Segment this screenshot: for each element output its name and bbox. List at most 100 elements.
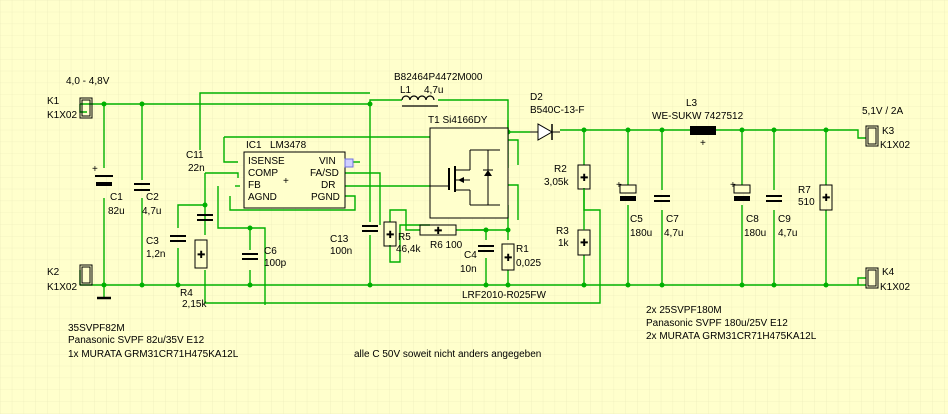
c2-value: 4,7u [142, 206, 161, 217]
t1-label: T1 Si4166DY [428, 115, 488, 126]
c5-value: 180u [630, 228, 652, 239]
svg-text:+: + [700, 138, 706, 149]
connector-k4: K4 K1X02 [865, 267, 910, 293]
ic1-pin-dr: DR [321, 180, 335, 191]
k4-name: K4 [882, 267, 895, 278]
l1-part: B82464P4472M000 [394, 72, 483, 83]
junction-dots [101, 101, 829, 288]
svg-text:✚: ✚ [386, 230, 394, 241]
ic1-pin-vin: VIN [319, 156, 336, 167]
r1-name: R1 [516, 244, 529, 255]
k1-name: K1 [47, 96, 60, 107]
note-general: alle C 50V soweit nicht anders angegeben [354, 349, 541, 360]
svg-text:✚: ✚ [580, 238, 588, 249]
k2-name: K2 [47, 267, 60, 278]
note-in-2: Panasonic SVPF 82u/35V E12 [68, 335, 205, 346]
ic1-pin-isense: ISENSE [248, 156, 285, 167]
r7-value: 510 [798, 197, 815, 208]
c9-name: C9 [778, 214, 791, 225]
notes: 35SVPF82M Panasonic SVPF 82u/35V E12 1x … [68, 305, 817, 360]
output-voltage-label: 5,1V / 2A [862, 106, 903, 117]
r6-label: R6 100 [430, 240, 463, 251]
svg-text:✚: ✚ [434, 226, 442, 237]
resistor-r5: ✚ R5 46,4k [383, 221, 421, 255]
note-in-3: 1x MURATA GRM31CR71H475KA12L [68, 349, 239, 360]
d2-name: D2 [530, 92, 543, 103]
resistor-r1: ✚ R1 0,025 LRF2010-R025FW [462, 243, 546, 301]
c9-value: 4,7u [778, 228, 797, 239]
resistor-r7: ✚ R7 510 [798, 184, 833, 211]
inductor-l1: B82464P4472M000 L1 4,7u [394, 72, 483, 107]
c2-name: C2 [146, 192, 159, 203]
r1-value: 0,025 [516, 258, 541, 269]
capacitor-c11: C11 22n [186, 150, 213, 221]
no-connect-marker [344, 158, 354, 168]
ic1-pin-comp: COMP [248, 168, 278, 179]
c1-value: 82u [108, 206, 125, 217]
r4-name: R4 [180, 288, 193, 299]
svg-text:+: + [616, 180, 622, 191]
capacitor-c9: C9 4,7u [766, 195, 797, 239]
inductor-l3: + L3 WE-SUKW 7427512 [652, 98, 744, 149]
c7-name: C7 [666, 214, 679, 225]
ic1-pin-fasd: FA/SD [310, 168, 339, 179]
k3-type: K1X02 [880, 140, 910, 151]
c3-name: C3 [146, 236, 159, 247]
c3-value: 1,2n [146, 249, 165, 260]
note-out-3: 2x MURATA GRM31CR71H475KA12L [646, 331, 817, 342]
capacitor-c7: C7 4,7u [654, 195, 683, 239]
c13-value: 100n [330, 246, 352, 257]
ic1-pin-fb: FB [248, 180, 261, 191]
c8-value: 180u [744, 228, 766, 239]
r3-name: R3 [556, 226, 569, 237]
svg-text:+: + [283, 176, 289, 187]
c6-value: 100p [264, 258, 287, 269]
capacitor-c13: C13 100n [330, 225, 378, 257]
c8-name: C8 [746, 214, 759, 225]
capacitor-c4: C4 10n [460, 245, 494, 275]
r4-value: 2,15k [182, 299, 207, 310]
ic1-lm3478: IC1 LM3478 ISENSE COMP FB AGND VIN FA/SD… [243, 140, 354, 209]
resistor-r4: ✚ R4 2,15k [180, 239, 208, 310]
mosfet-t1: T1 Si4166DY [428, 115, 509, 219]
svg-text:+: + [92, 164, 98, 175]
k2-type: K1X02 [47, 282, 77, 293]
c7-value: 4,7u [664, 228, 683, 239]
note-in-1: 35SVPF82M [68, 323, 125, 334]
c6-name: C6 [264, 246, 277, 257]
svg-text:+: + [730, 180, 736, 191]
c4-value: 10n [460, 264, 477, 275]
l3-name: L3 [686, 98, 698, 109]
c11-value: 22n [188, 163, 205, 174]
capacitor-c1: + C1 82u [92, 164, 125, 217]
r5-name: R5 [398, 232, 411, 243]
capacitor-c6: C6 100p [242, 246, 287, 269]
l3-part: WE-SUKW 7427512 [652, 111, 744, 122]
capacitor-c5: + C5 180u [616, 180, 652, 239]
capacitor-c2: C2 4,7u [134, 183, 161, 217]
c1-name: C1 [110, 192, 123, 203]
capacitor-c3: C3 1,2n [146, 235, 186, 260]
ic1-part: LM3478 [270, 140, 307, 151]
svg-text:✚: ✚ [504, 253, 512, 264]
r3-value: 1k [558, 238, 570, 249]
r1-part: LRF2010-R025FW [462, 290, 546, 301]
ic1-pin-agnd: AGND [248, 192, 277, 203]
connector-k3: K3 K1X02 [865, 125, 910, 151]
ic1-name: IC1 [246, 140, 262, 151]
k3-name: K3 [882, 126, 895, 137]
input-voltage-label: 4,0 - 4,8V [66, 76, 110, 87]
note-out-1: 2x 25SVPF180M [646, 305, 722, 316]
r2-name: R2 [554, 164, 567, 175]
svg-text:✚: ✚ [197, 250, 205, 261]
svg-text:✚: ✚ [580, 173, 588, 184]
svg-text:✚: ✚ [822, 193, 830, 204]
d2-part: B540C-13-F [530, 105, 584, 116]
r2-value: 3,05k [544, 177, 569, 188]
c13-name: C13 [330, 234, 349, 245]
r5-value: 46,4k [396, 244, 421, 255]
l1-value: 4,7u [424, 85, 443, 96]
r7-name: R7 [798, 185, 811, 196]
connector-k1: K1 K1X02 [47, 96, 93, 121]
